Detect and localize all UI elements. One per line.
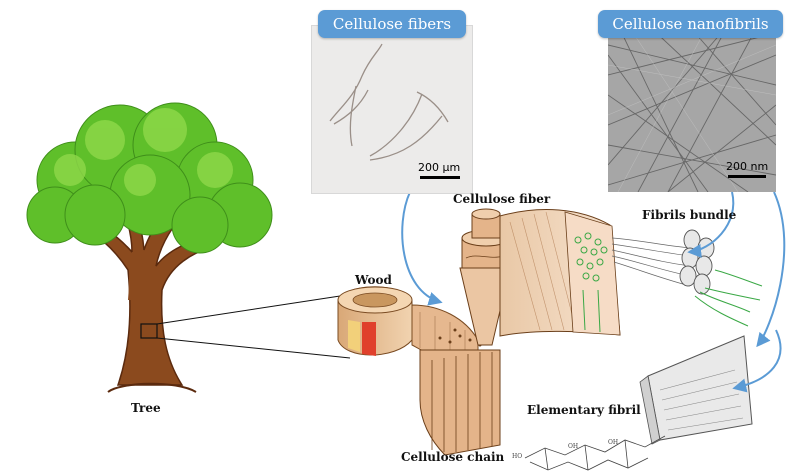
fibrils-bundle-model [612,230,762,326]
label-fibrils-bundle: Fibrils bundle [642,208,736,222]
badge-cellulose-nanofibrils: Cellulose nanofibrils [598,10,783,38]
tree-illustration [27,103,272,392]
fibers-scale-label: 200 µm [418,161,460,174]
arrow-fibers-to-fiber [402,192,440,302]
label-cellulose-fiber: Cellulose fiber [453,192,550,206]
label-elementary-fibril: Elementary fibril [527,403,641,417]
fibers-micrograph: 200 µm [311,25,473,194]
cellulose-fiber-model [460,209,620,345]
nanofibrils-scale-label: 200 nm [726,160,768,173]
svg-text:HO: HO [512,453,522,460]
badge-cellulose-fibers: Cellulose fibers [318,10,466,38]
nanofibrils-micrograph: 200 nm [608,25,776,192]
svg-text:OH: OH [568,443,578,450]
label-wood: Wood [355,273,392,287]
svg-text:OH: OH [608,439,618,446]
cellulose-chain-molecule: HO OH OH [512,436,665,470]
label-tree: Tree [131,401,161,415]
elementary-fibril-model [640,336,752,444]
label-cellulose-chain: Cellulose chain [401,450,504,464]
arrow-to-elementary-left [758,192,784,345]
